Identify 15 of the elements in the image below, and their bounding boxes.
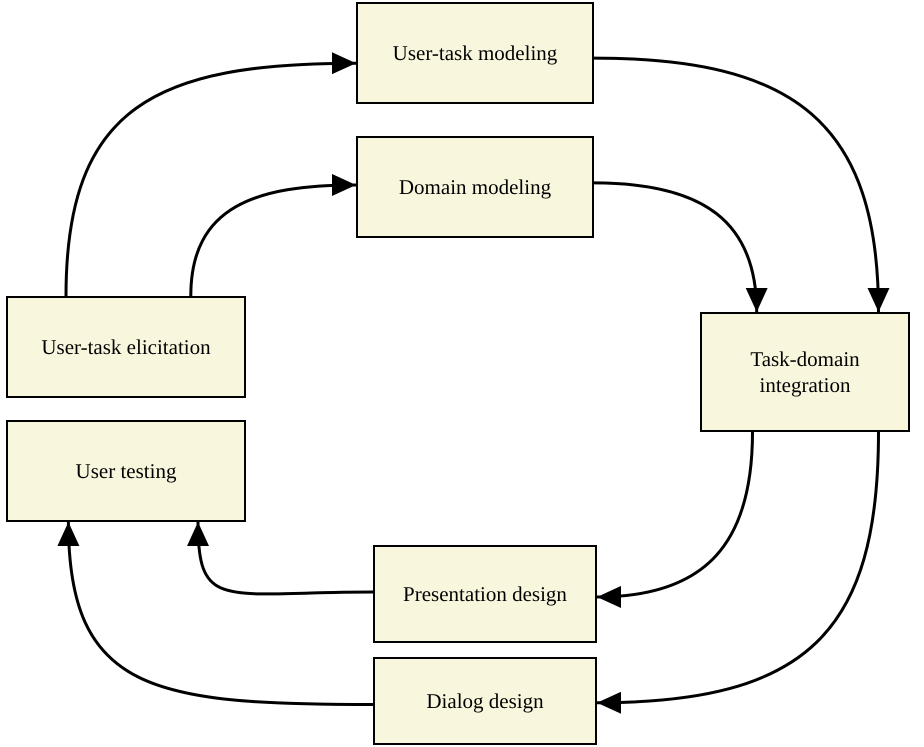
arrow	[189, 174, 356, 296]
arrow	[594, 181, 766, 312]
process-box: User-task elicitation	[6, 296, 246, 398]
arrow	[64, 52, 356, 296]
arrow	[58, 522, 374, 706]
process-box: Task-domain integration	[700, 312, 910, 432]
arrow	[596, 432, 880, 714]
arrow	[594, 56, 889, 312]
process-box: User testing	[6, 420, 246, 522]
process-box: User-task modeling	[356, 2, 594, 104]
process-box: Presentation design	[373, 545, 597, 643]
arrow	[188, 522, 374, 596]
arrow	[596, 432, 754, 607]
process-box: Domain modeling	[356, 136, 594, 238]
process-box: Dialog design	[373, 657, 597, 745]
